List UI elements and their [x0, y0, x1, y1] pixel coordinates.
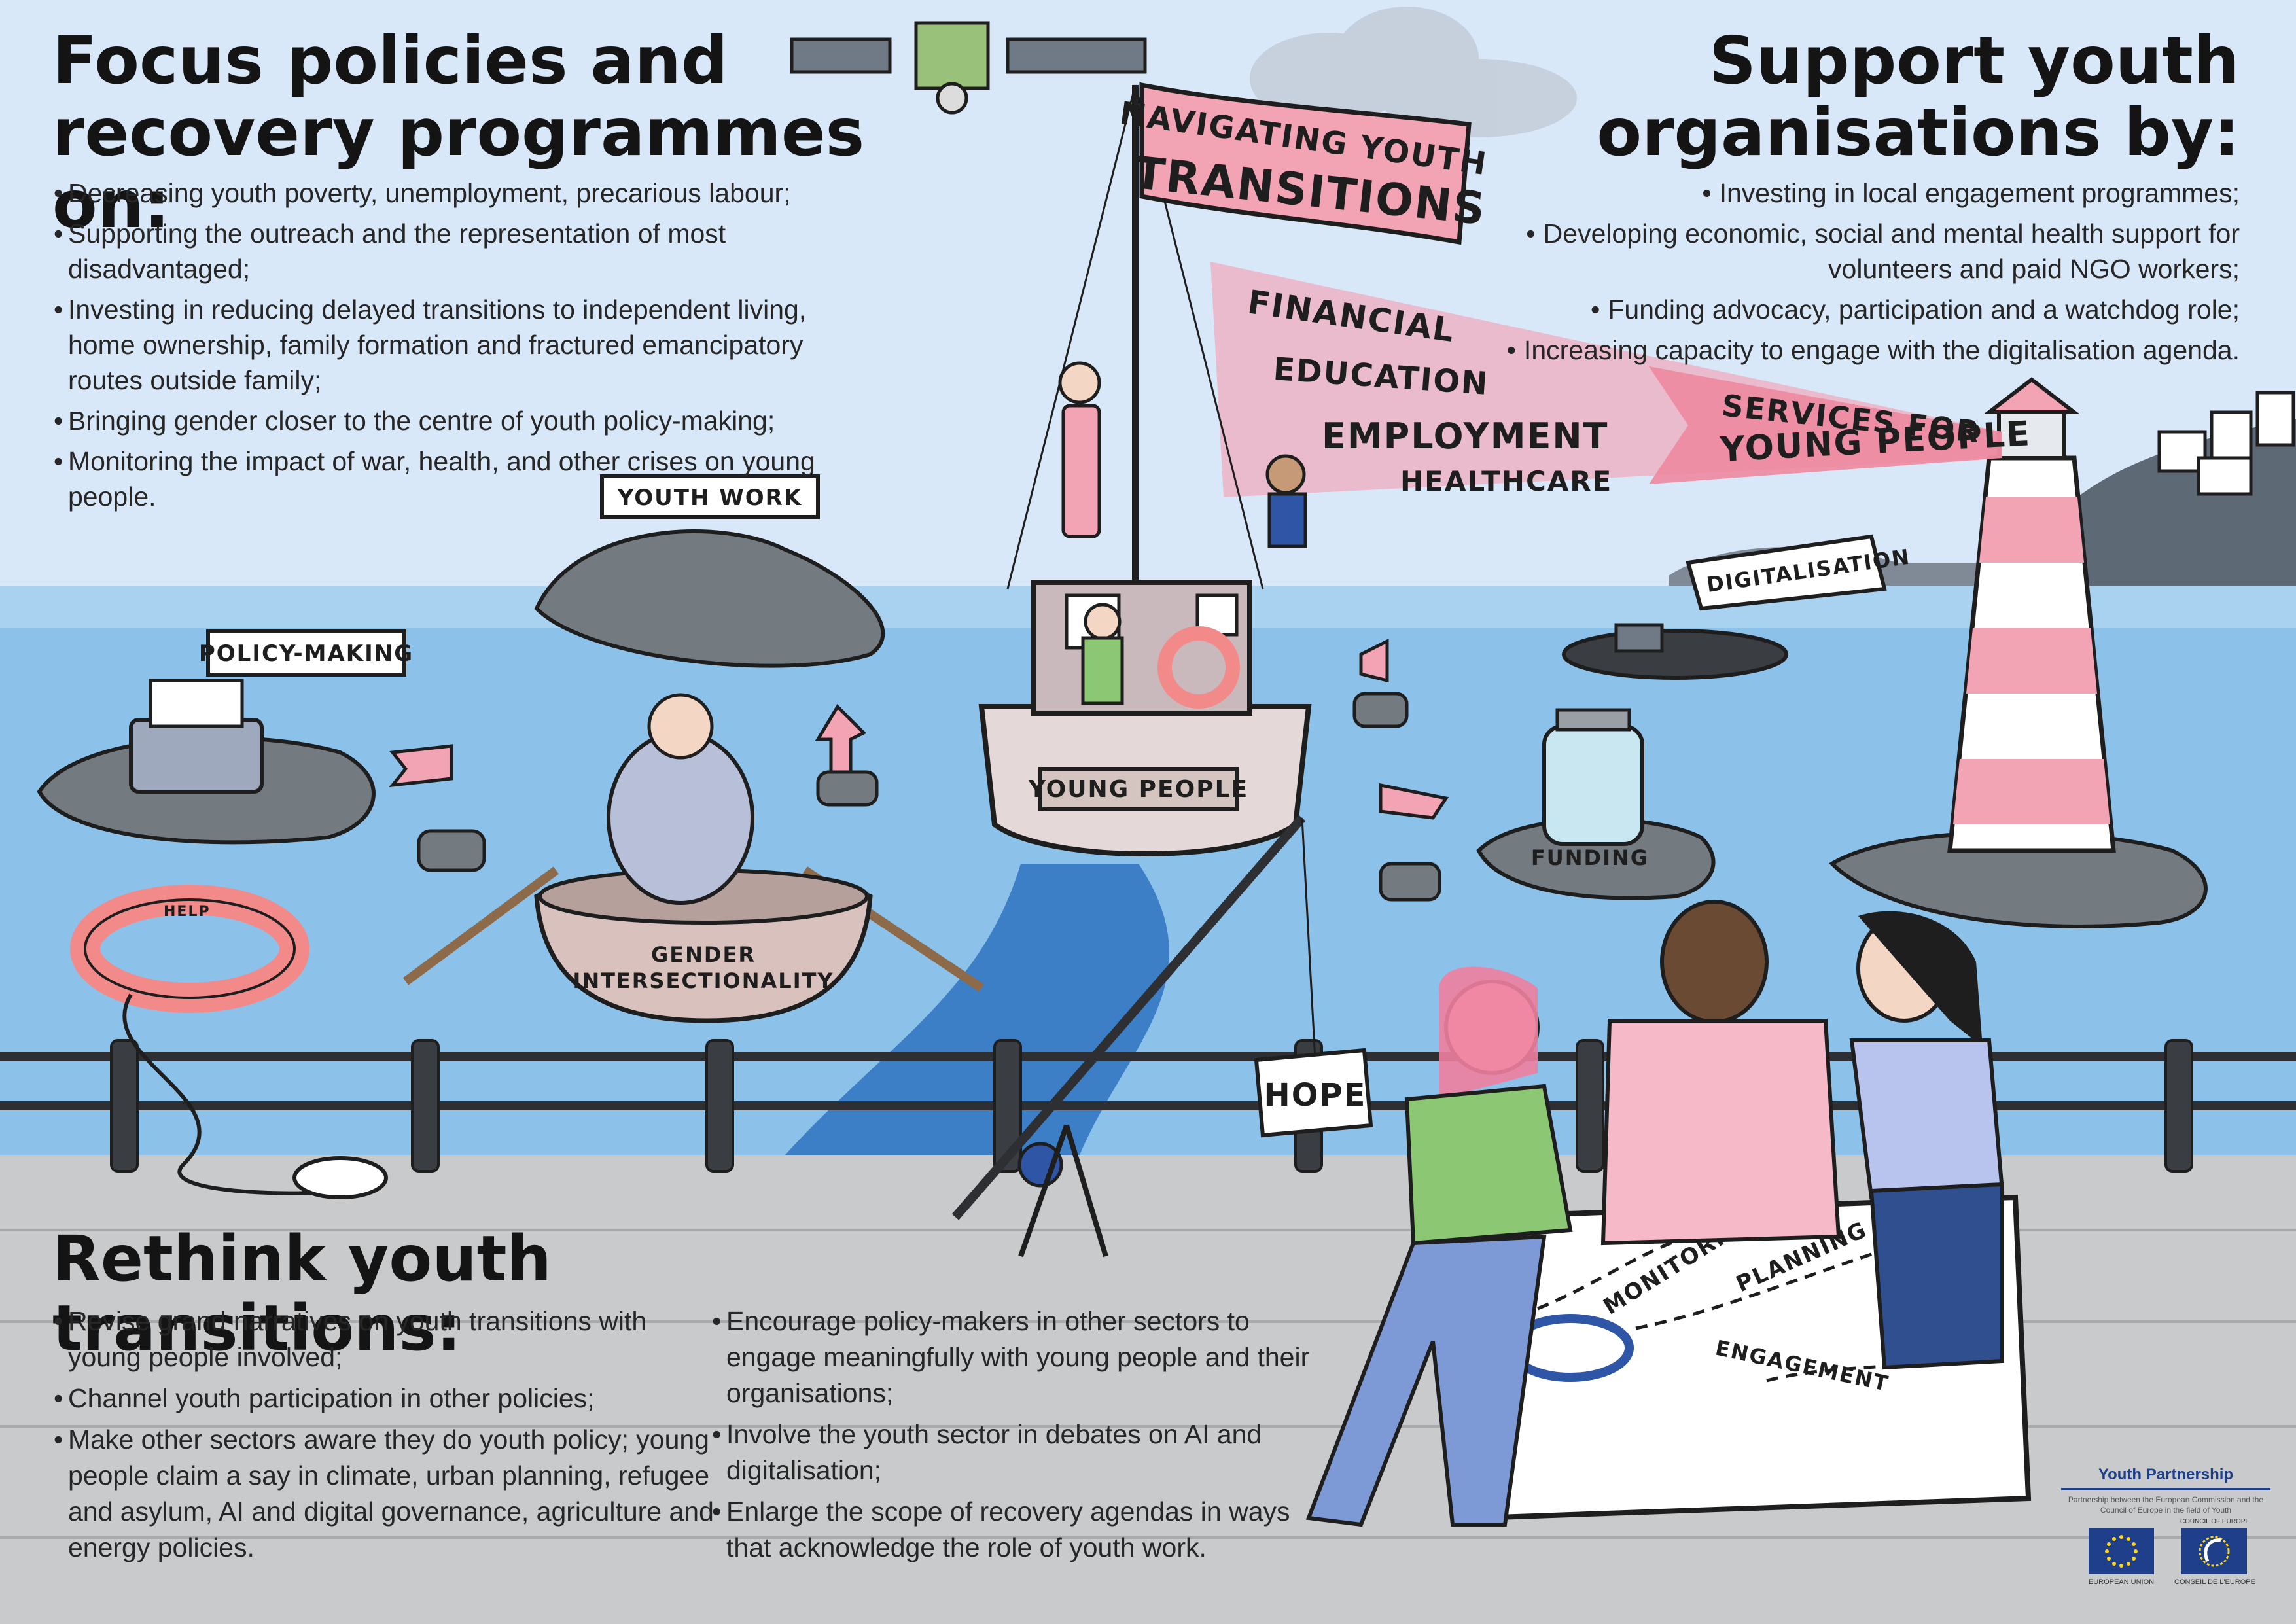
eu-flag-icon — [2089, 1528, 2154, 1574]
list-item: Revise grand narratives on youth transit… — [54, 1303, 721, 1375]
coe-label-top: COUNCIL OF EUROPE — [2180, 1518, 2250, 1525]
fishing-rod — [951, 815, 1316, 1258]
list-item: Increasing capacity to engage with the d… — [1428, 332, 2240, 368]
buoy-arrows — [389, 638, 1449, 902]
lighthouse — [1829, 377, 2208, 928]
logo-subtitle: Partnership between the European Commiss… — [2068, 1495, 2264, 1515]
beam-label-healthcare: HEALTHCARE — [1400, 465, 1612, 497]
list-item: Involve the youth sector in debates on A… — [712, 1417, 1314, 1489]
services-beam — [1649, 366, 2002, 484]
rowing-boat: GENDER INTERSECTIONALITY — [402, 693, 984, 1023]
boat-label-line1: GENDER — [651, 942, 756, 967]
support-heading-line1: Support youth — [1708, 22, 2240, 99]
youth-partnership-logo: Youth Partnership Partnership between th… — [2061, 1466, 2270, 1603]
policy-making-sign: POLICY-MAKING — [199, 641, 414, 667]
cloud — [1250, 7, 1577, 137]
rethink-list-column1: Revise grand narratives on youth transit… — [54, 1303, 721, 1571]
satellite-icon — [790, 21, 1147, 115]
list-item: Make other sectors aware they do youth p… — [54, 1422, 721, 1566]
list-item: Encourage policy-makers in other sectors… — [712, 1303, 1314, 1411]
beam-label-employment: EMPLOYMENT — [1322, 415, 1608, 457]
list-item: Decreasing youth poverty, unemployment, … — [54, 175, 878, 211]
list-item: Developing economic, social and mental h… — [1428, 216, 2240, 287]
funding-label: FUNDING — [1531, 845, 1649, 870]
focus-heading-line1: Focus policies and — [52, 22, 728, 99]
planning-group: MONITORING PLANNING ENGAGEMENT — [1305, 900, 2032, 1527]
list-item: Enlarge the scope of recovery agendas in… — [712, 1494, 1314, 1566]
ship-name-plate: YOUNG PEOPLE — [1028, 776, 1248, 803]
lifebuoy: HELP — [70, 885, 309, 1013]
hill-houses — [2157, 391, 2295, 496]
lifebuoy-rope — [122, 993, 354, 1195]
list-item: Monitoring the impact of war, health, an… — [54, 444, 878, 514]
list-item: Supporting the outreach and the represen… — [54, 216, 878, 287]
focus-list: Decreasing youth poverty, unemployment, … — [54, 175, 878, 520]
support-heading: Support youth organisations by: — [1468, 25, 2240, 169]
lifebuoy-label: HELP — [164, 904, 211, 920]
hope-label: HOPE — [1264, 1077, 1367, 1114]
rethink-list-column2: Encourage policy-makers in other sectors… — [712, 1303, 1314, 1571]
coe-flag-icon — [2181, 1528, 2247, 1574]
list-item: Bringing gender closer to the centre of … — [54, 403, 878, 438]
list-item: Channel youth participation in other pol… — [54, 1381, 721, 1417]
support-heading-line2: organisations by: — [1597, 94, 2240, 171]
list-item: Investing in reducing delayed transition… — [54, 292, 878, 398]
ship: YOUNG PEOPLE — [978, 84, 1312, 856]
bollard — [292, 1156, 388, 1199]
boat-label-line2: INTERSECTIONALITY — [573, 968, 834, 993]
funding-island: FUNDING — [1476, 708, 1716, 900]
logo-title: Youth Partnership — [2098, 1466, 2234, 1483]
hope-sign: HOPE — [1254, 1048, 1373, 1138]
list-item: Investing in local engagement programmes… — [1428, 175, 2240, 211]
policy-making-island: POLICY-MAKING — [37, 629, 414, 845]
list-item: Funding advocacy, participation and a wa… — [1428, 292, 2240, 327]
coe-label: CONSEIL DE L'EUROPE — [2174, 1578, 2255, 1586]
eu-label: EUROPEAN UNION — [2088, 1578, 2155, 1586]
logo-divider — [2061, 1488, 2270, 1490]
support-list: Investing in local engagement programmes… — [1428, 175, 2240, 373]
